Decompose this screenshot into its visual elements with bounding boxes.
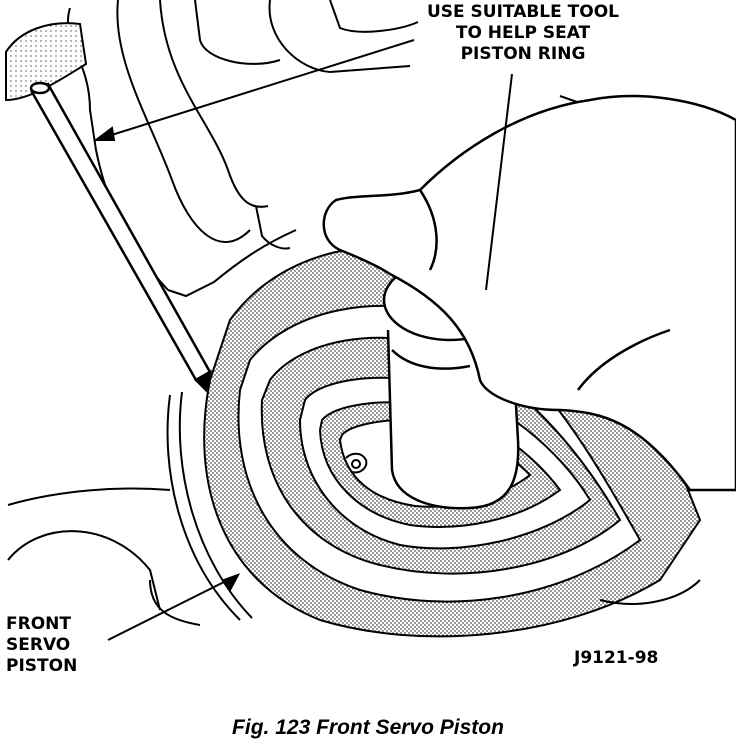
tool-callout-label: USE SUITABLE TOOL TO HELP SEAT PISTON RI…: [400, 2, 646, 65]
piston-callout-line-2: SERVO: [6, 635, 71, 655]
piston-callout-line-3: PISTON: [6, 656, 78, 676]
leader-lines: [93, 39, 513, 641]
figure-caption: Fig. 123 Front Servo Piston: [232, 716, 504, 739]
hand-thumb: [322, 94, 736, 492]
screwdriver-tool: [29, 81, 212, 393]
figure-id: J9121-98: [574, 648, 659, 668]
tool-callout-line-2: TO HELP SEAT: [455, 23, 591, 43]
tool-callout-line-1: USE SUITABLE TOOL: [426, 2, 620, 22]
tool-callout-line-3: PISTON RING: [460, 44, 586, 64]
piston-callout-label: FRONT SERVO PISTON: [6, 614, 106, 677]
piston-callout-line-1: FRONT: [6, 614, 71, 634]
snap-ring-icon: [345, 452, 368, 474]
